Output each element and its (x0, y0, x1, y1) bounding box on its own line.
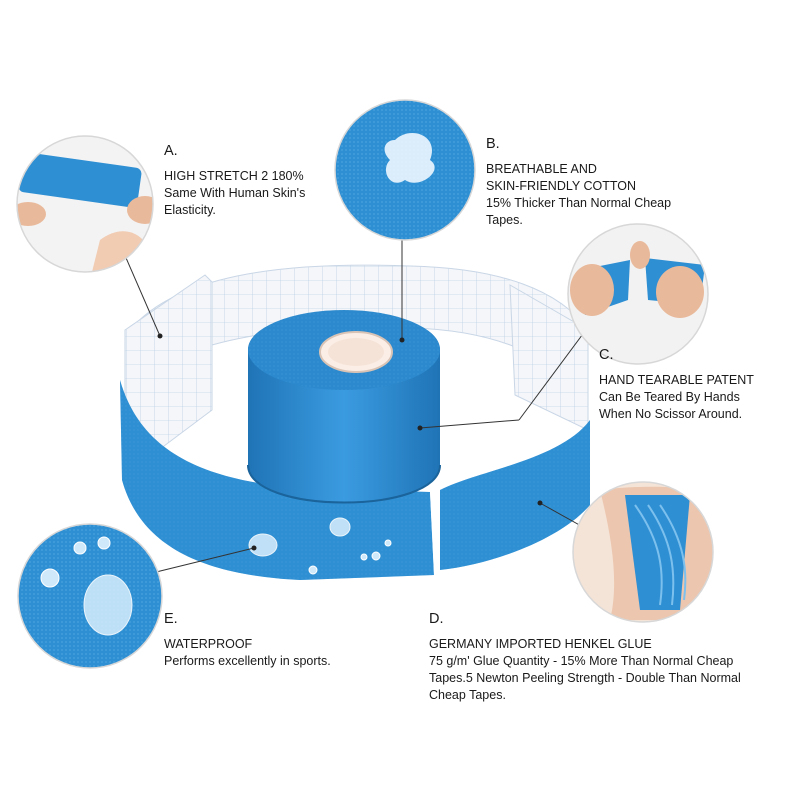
feature-label-henkel-glue: D. GERMANY IMPORTED HENKEL GLUE 75 g/m' … (429, 611, 741, 704)
feature-line: When No Scissor Around. (599, 407, 743, 421)
leader-dots (157, 333, 543, 551)
feature-letter: B. (486, 136, 500, 152)
feature-line: Can Be Teared By Hands (599, 390, 740, 404)
feature-line: Performs excellently in sports. (164, 654, 331, 668)
feature-line: HIGH STRETCH 2 180% (164, 169, 304, 183)
water-droplets (248, 517, 392, 575)
detail-circle-waterproof (17, 523, 163, 669)
feature-letter: D. (429, 611, 444, 627)
feature-line: HAND TEARABLE PATENT (599, 373, 754, 387)
feature-line: 15% Thicker Than Normal Cheap (486, 196, 672, 210)
feature-label-high-stretch: A. HIGH STRETCH 2 180% Same With Human S… (164, 143, 305, 219)
feature-label-breathable: B. BREATHABLE AND SKIN-FRIENDLY COTTON 1… (486, 136, 671, 229)
feature-line: Cheap Tapes. (429, 688, 506, 702)
feature-label-waterproof: E. WATERPROOF Performs excellently in sp… (164, 611, 331, 670)
feature-line: Same With Human Skin's (164, 186, 306, 200)
feature-line: Elasticity. (164, 203, 216, 217)
feature-line: GERMANY IMPORTED HENKEL GLUE (429, 637, 652, 651)
feature-line: BREATHABLE AND (486, 162, 597, 176)
detail-circle-stretch (16, 135, 154, 273)
tape-roll (247, 310, 441, 504)
feature-letter: C. (599, 347, 614, 363)
feature-letter: E. (164, 611, 178, 627)
detail-circle-skin (572, 481, 714, 623)
feature-line: SKIN-FRIENDLY COTTON (486, 179, 637, 193)
feature-line: WATERPROOF (164, 637, 253, 651)
detail-circle-tearing (567, 223, 709, 365)
feature-letter: A. (164, 143, 178, 159)
feature-line: Tapes. (486, 213, 523, 227)
tape-loop (120, 264, 590, 580)
feature-line: Tapes.5 Newton Peeling Strength - Double… (429, 671, 741, 685)
feature-label-hand-tearable: C. HAND TEARABLE PATENT Can Be Teared By… (599, 347, 754, 423)
detail-circle-breathable (334, 99, 476, 241)
feature-line: 75 g/m' Glue Quantity - 15% More Than No… (429, 654, 734, 668)
